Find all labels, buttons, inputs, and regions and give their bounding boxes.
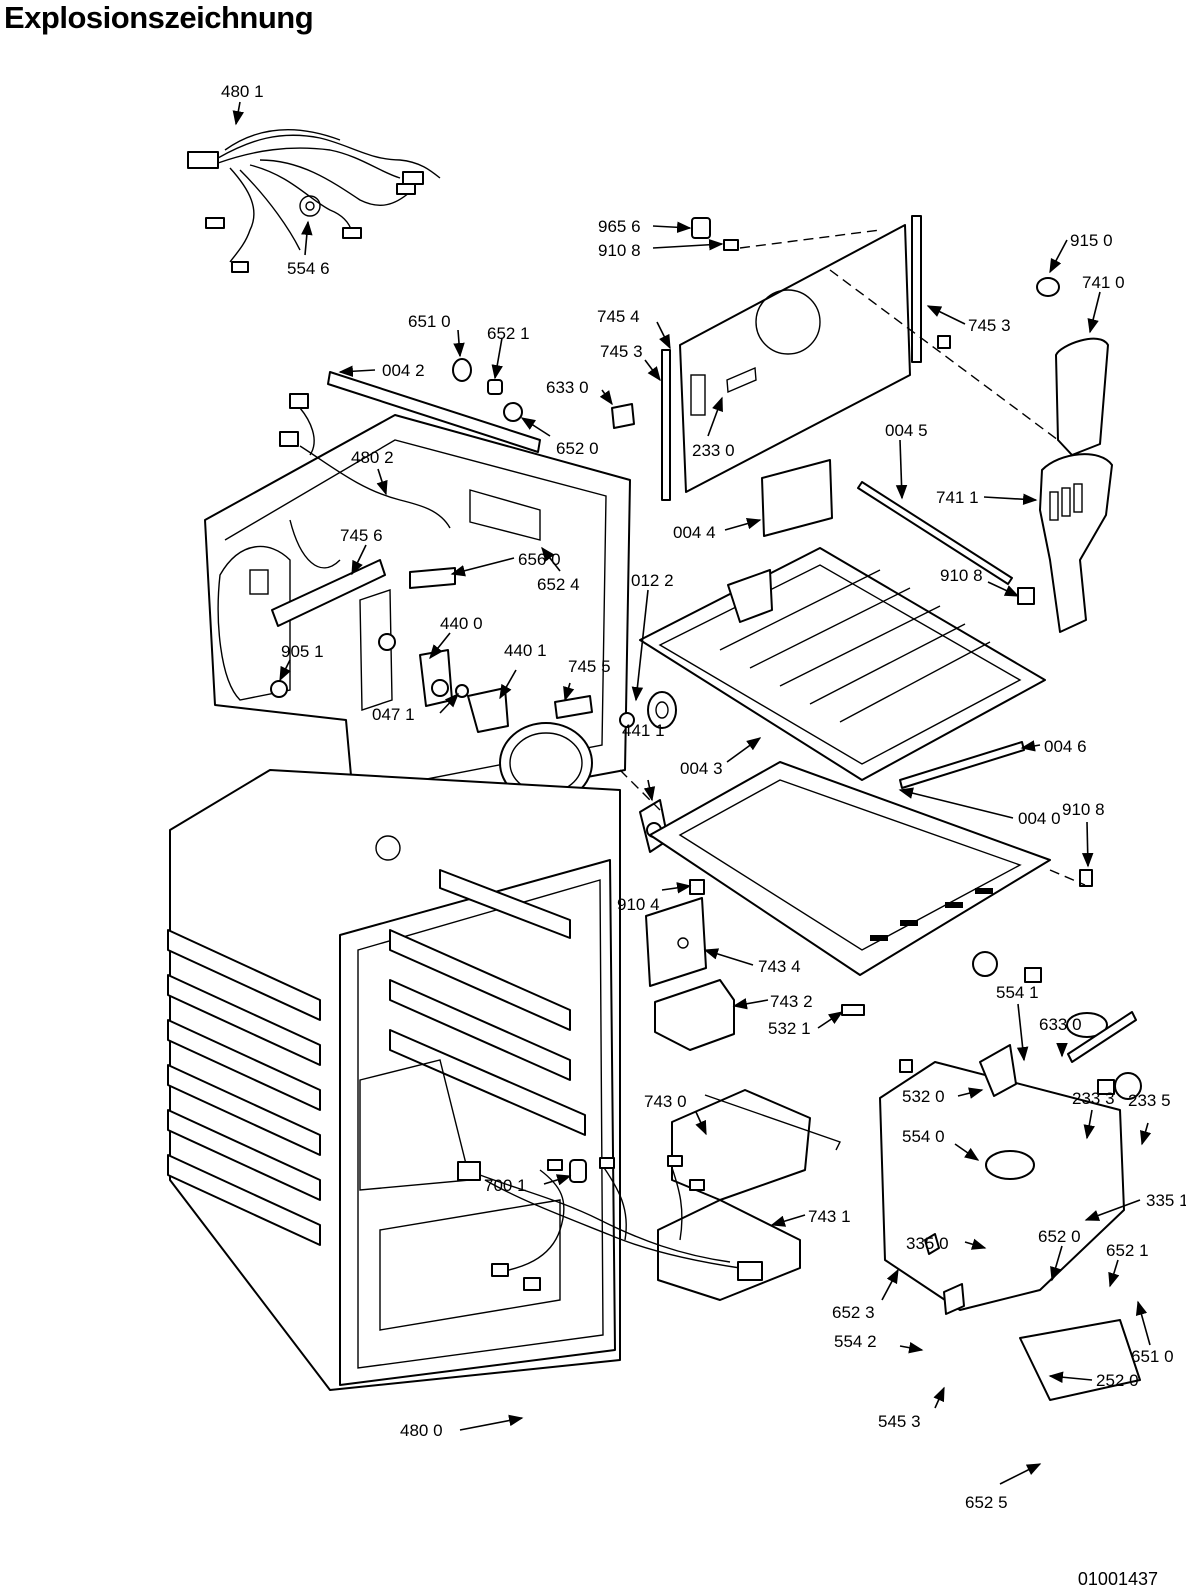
wiring-harness-lower: [457, 1155, 763, 1291]
callout-label: 440 0: [440, 614, 483, 633]
bottom-plate: [649, 761, 1051, 976]
callout-label: 633 0: [1039, 1015, 1082, 1034]
crisper-housings: [657, 1089, 841, 1301]
callout-label: 480 2: [351, 448, 394, 467]
callout-label: 656 0: [518, 550, 561, 569]
callout-label: 651 0: [1131, 1347, 1174, 1366]
callout-label: 745 4: [597, 307, 640, 326]
callout-label: 905 1: [281, 642, 324, 661]
callout-label: 554 1: [996, 983, 1039, 1002]
callout-label: 554 0: [902, 1127, 945, 1146]
callout-label: 652 4: [537, 575, 580, 594]
callout-label: 700 1: [484, 1176, 527, 1195]
callout-label: 652 0: [556, 439, 599, 458]
callout-label: 012 2: [631, 571, 674, 590]
fan-wheel: [619, 691, 677, 729]
callout-label: 743 1: [808, 1207, 851, 1226]
callout-label: 745 6: [340, 526, 383, 545]
callout-label: 652 5: [965, 1493, 1008, 1512]
callout-label: 745 3: [600, 342, 643, 361]
callout-label: 745 3: [968, 316, 1011, 335]
callout-label: 004 5: [885, 421, 928, 440]
air-duct-lower: [1039, 453, 1113, 633]
callout-label: 532 0: [902, 1087, 945, 1106]
callout-label: 915 0: [1070, 231, 1113, 250]
callout-label: 910 8: [598, 241, 641, 260]
callout-label: 252 0: [1096, 1371, 1139, 1390]
callout-label: 004 2: [382, 361, 425, 380]
callout-label: 233 3: [1072, 1089, 1115, 1108]
control-plate: [645, 879, 865, 1051]
callout-label: 440 1: [504, 641, 547, 660]
callout-label: 004 3: [680, 759, 723, 778]
callout-label: 545 3: [878, 1412, 921, 1431]
callout-label: 233 0: [692, 441, 735, 460]
callout-label: 741 1: [936, 488, 979, 507]
callout-label: 965 6: [598, 217, 641, 236]
callout-label: 910 4: [617, 895, 660, 914]
callout-label: 047 1: [372, 705, 415, 724]
callout-label: 743 4: [758, 957, 801, 976]
callout-label: 745 5: [568, 657, 611, 676]
wiring-harness-upper: [187, 129, 441, 273]
callout-label: 652 3: [832, 1303, 875, 1322]
callout-label: 743 2: [770, 992, 813, 1011]
refrigerator-cabinet: [167, 769, 621, 1391]
lamp-parts-upper: [452, 358, 635, 429]
callout-label: 633 0: [546, 378, 589, 397]
callout-label: 480 0: [400, 1421, 443, 1440]
document-number: 01001437: [1077, 1569, 1158, 1589]
callout-label: 480 1: [221, 82, 264, 101]
callout-labels: 480 1 554 6 965 6 910 8 915 0 741 0 745 …: [221, 82, 1186, 1512]
callout-label: 652 1: [487, 324, 530, 343]
callout-label: 652 0: [1038, 1227, 1081, 1246]
callout-label: 441 1: [622, 721, 665, 740]
callout-label: 532 1: [768, 1019, 811, 1038]
callout-label: 652 1: [1106, 1241, 1149, 1260]
callout-label: 910 8: [940, 566, 983, 585]
page-title: Explosionszeichnung: [4, 0, 314, 35]
callout-label: 910 8: [1062, 800, 1105, 819]
freezer-shelf-tray: [639, 459, 1046, 781]
callout-label: 233 5: [1128, 1091, 1171, 1110]
callout-label: 554 6: [287, 259, 330, 278]
wiring-harness-middle: [279, 371, 541, 529]
callout-label: 335 1: [1146, 1191, 1186, 1210]
light-housing-assembly: [879, 951, 1142, 1401]
assembly-guide-lines: [619, 229, 1086, 886]
air-duct-cover: [1055, 337, 1109, 456]
callout-label: 651 0: [408, 312, 451, 331]
callout-label: 743 0: [644, 1092, 687, 1111]
fasteners-top: [691, 217, 1060, 349]
rail-rods: [857, 481, 1093, 887]
callout-label: 554 2: [834, 1332, 877, 1351]
callout-label: 335 0: [906, 1234, 949, 1253]
callout-label: 004 4: [673, 523, 716, 542]
rear-panel: [661, 215, 922, 501]
callout-label: 741 0: [1082, 273, 1125, 292]
callout-leaders: [232, 101, 1152, 1485]
callout-label: 004 0: [1018, 809, 1061, 828]
callout-label: 004 6: [1044, 737, 1087, 756]
